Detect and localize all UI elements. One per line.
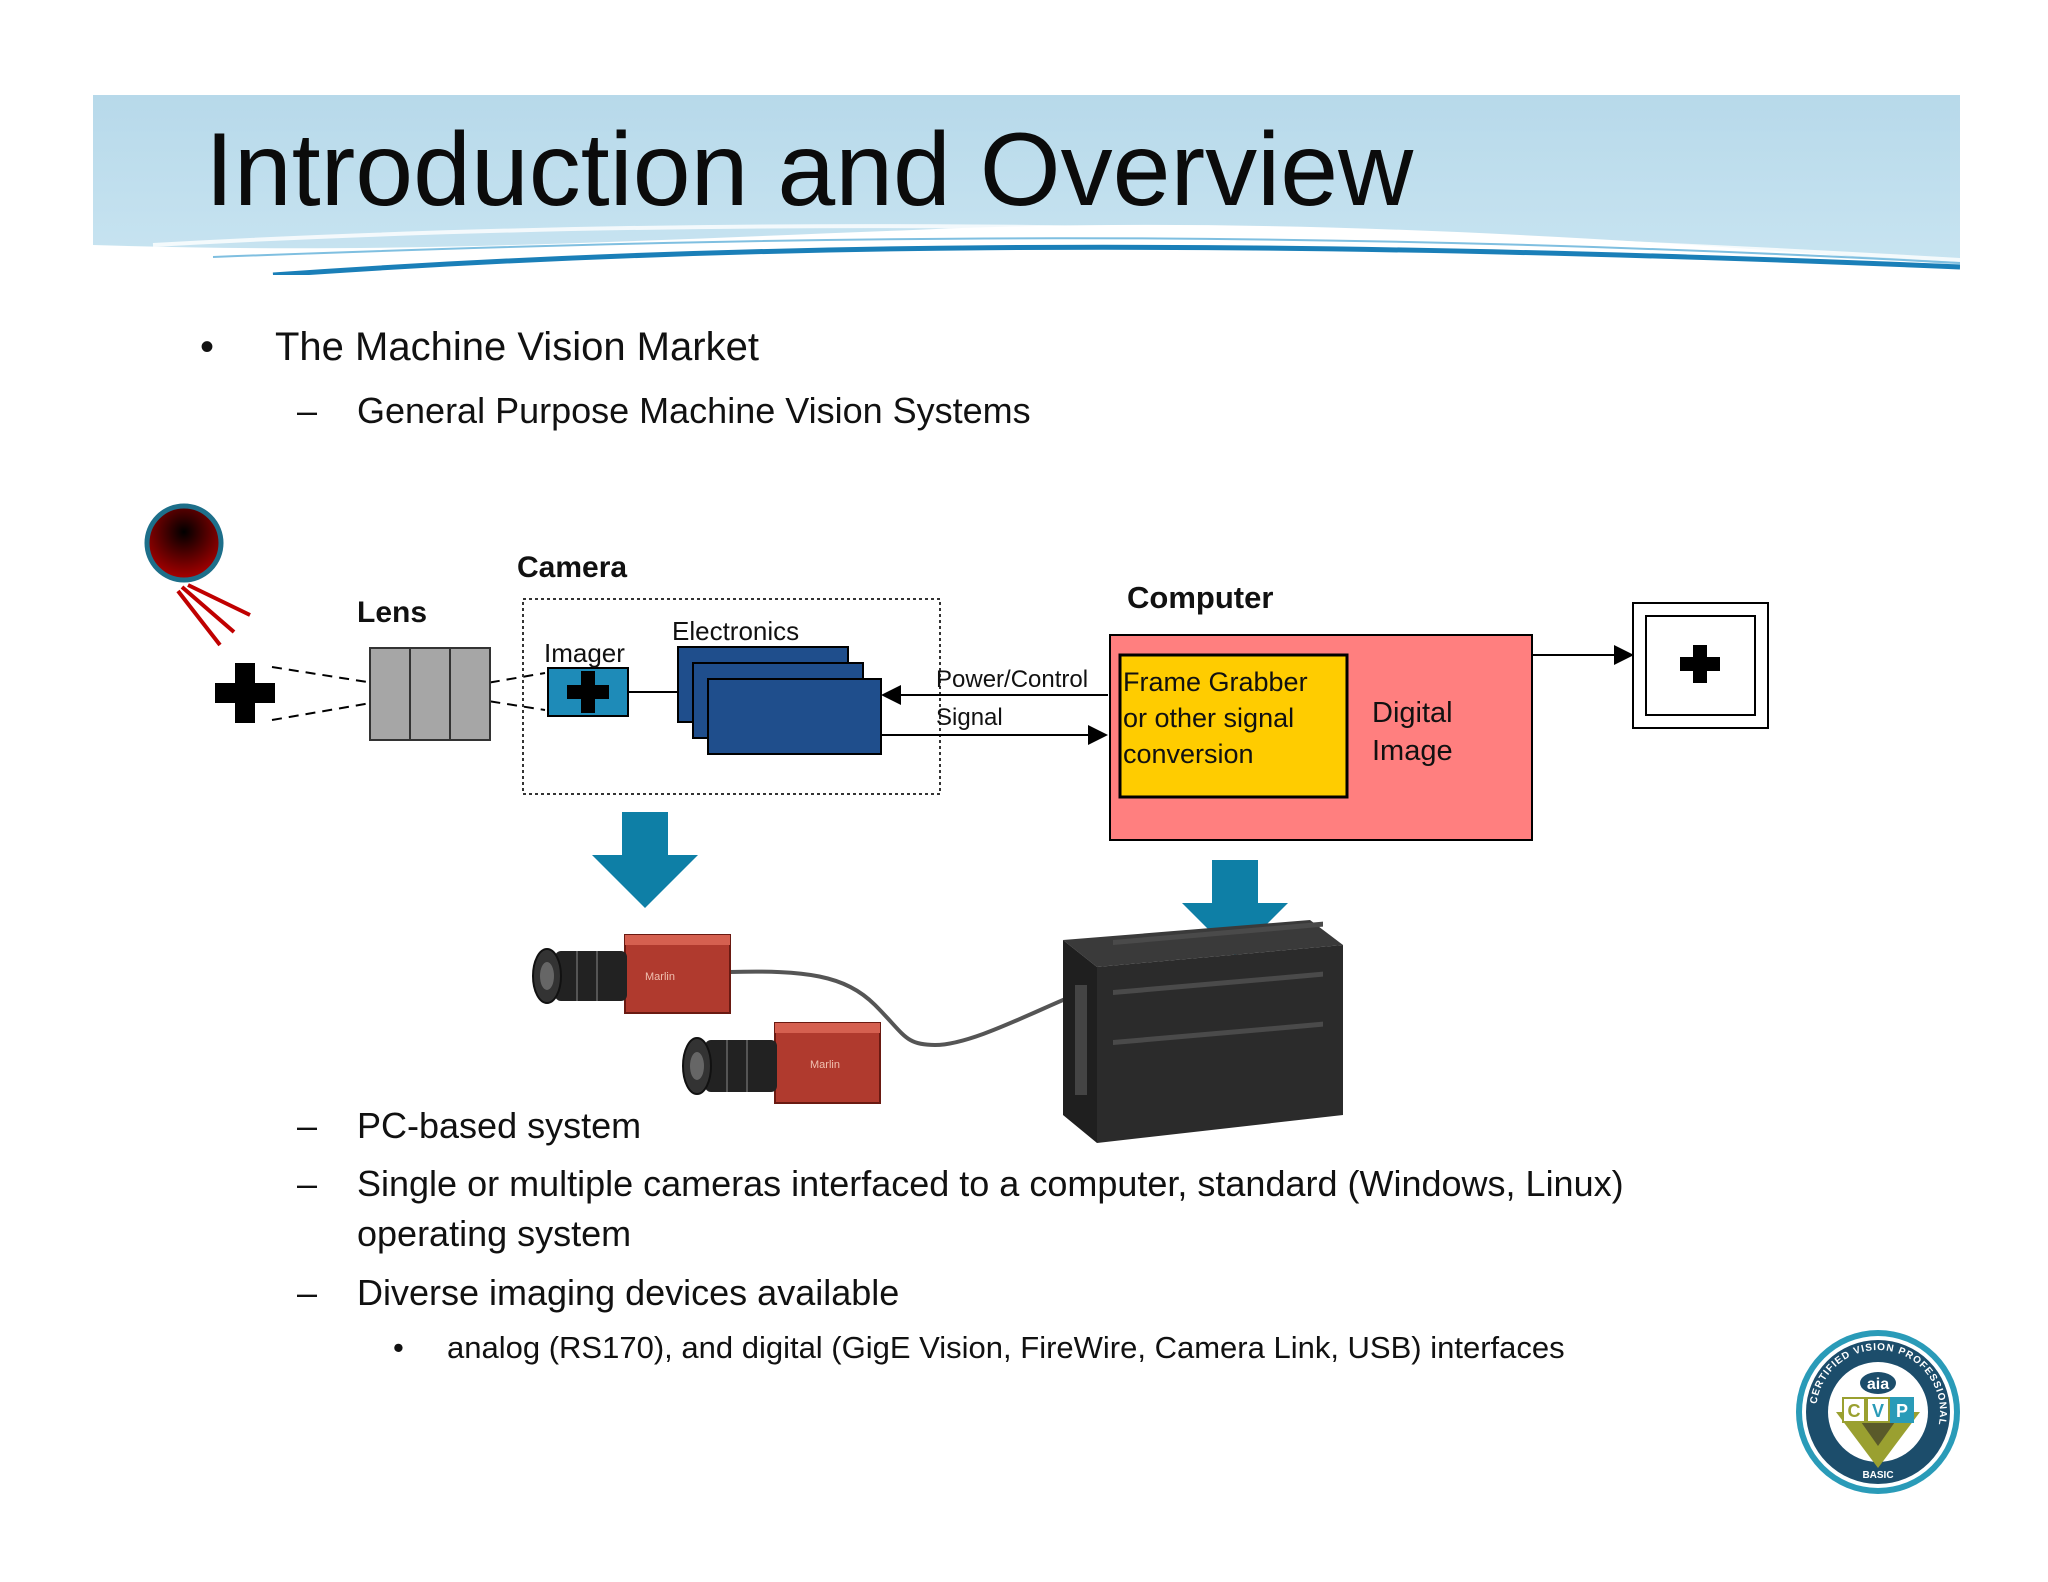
- imager-element: [547, 667, 629, 717]
- frame-grabber-line-2: or other signal: [1123, 703, 1295, 733]
- svg-text:C: C: [1848, 1401, 1861, 1421]
- object-cross-icon: [215, 663, 275, 723]
- dash-marker: –: [297, 390, 318, 431]
- title-band: [93, 95, 1960, 275]
- pc-chassis-icon: [1063, 920, 1343, 1143]
- svg-text:BASIC: BASIC: [1862, 1470, 1893, 1481]
- light-source-icon: [144, 503, 251, 647]
- camera-brand-text: Marlin: [645, 971, 675, 983]
- bullet-marker: •: [200, 325, 215, 369]
- bullet-machine-vision-market: The Machine Vision Market: [275, 325, 759, 369]
- camera-icon: Marlin: [532, 934, 731, 1014]
- dash-marker: –: [297, 1105, 318, 1146]
- frame-grabber-line-1: Frame Grabber: [1123, 667, 1308, 697]
- computer-label: Computer: [1127, 580, 1274, 615]
- frame-grabber-text: Frame Grabber or other signal conversion: [1123, 664, 1308, 772]
- camera-icon: Marlin: [682, 1022, 881, 1104]
- bullet-general-purpose: General Purpose Machine Vision Systems: [357, 390, 1031, 431]
- camera-label: Camera: [517, 551, 628, 584]
- svg-text:Marlin: Marlin: [810, 1059, 840, 1071]
- electronics-boards: [677, 646, 882, 755]
- svg-text:V: V: [1872, 1401, 1884, 1421]
- dash-marker: –: [297, 1163, 318, 1204]
- lens-element: [369, 647, 491, 741]
- svg-text:aia: aia: [1867, 1376, 1889, 1393]
- bullet-interfaces: analog (RS170), and digital (GigE Vision…: [447, 1330, 1565, 1365]
- frame-grabber-line-3: conversion: [1123, 739, 1254, 769]
- dash-marker: –: [297, 1272, 318, 1313]
- bullet-single-multiple: Single or multiple cameras interfaced to…: [357, 1163, 1624, 1204]
- sub-bullet-marker: •: [393, 1330, 404, 1365]
- down-arrow-icon: [1182, 860, 1288, 956]
- hardware-illustration: Marlin Marlin: [532, 920, 1343, 1143]
- frame-grabber-box: [1118, 653, 1349, 799]
- digital-image-line-2: Image: [1372, 735, 1453, 767]
- electronics-label: Electronics: [672, 616, 800, 646]
- signal-label: Signal: [936, 704, 1003, 731]
- svg-text:P: P: [1896, 1401, 1908, 1421]
- digital-image-line-1: Digital: [1372, 697, 1453, 729]
- bullet-diverse-devices: Diverse imaging devices available: [357, 1272, 900, 1313]
- power-control-label: Power/Control: [936, 666, 1089, 693]
- output-display-icon: [1632, 602, 1769, 729]
- imager-label: Imager: [544, 638, 625, 668]
- slide-title: Introduction and Overview: [205, 112, 1414, 228]
- lens-label: Lens: [357, 596, 428, 629]
- bullet-single-multiple-cont: operating system: [357, 1213, 632, 1254]
- machine-vision-diagram: [144, 503, 1769, 841]
- down-arrow-icon: [592, 812, 698, 908]
- bullet-pc-based: PC-based system: [357, 1105, 642, 1146]
- digital-image-text: Digital Image: [1372, 694, 1453, 770]
- cvp-logo: C V P aia CERTIFIED VISION PROFESSIONAL …: [1796, 1330, 1960, 1494]
